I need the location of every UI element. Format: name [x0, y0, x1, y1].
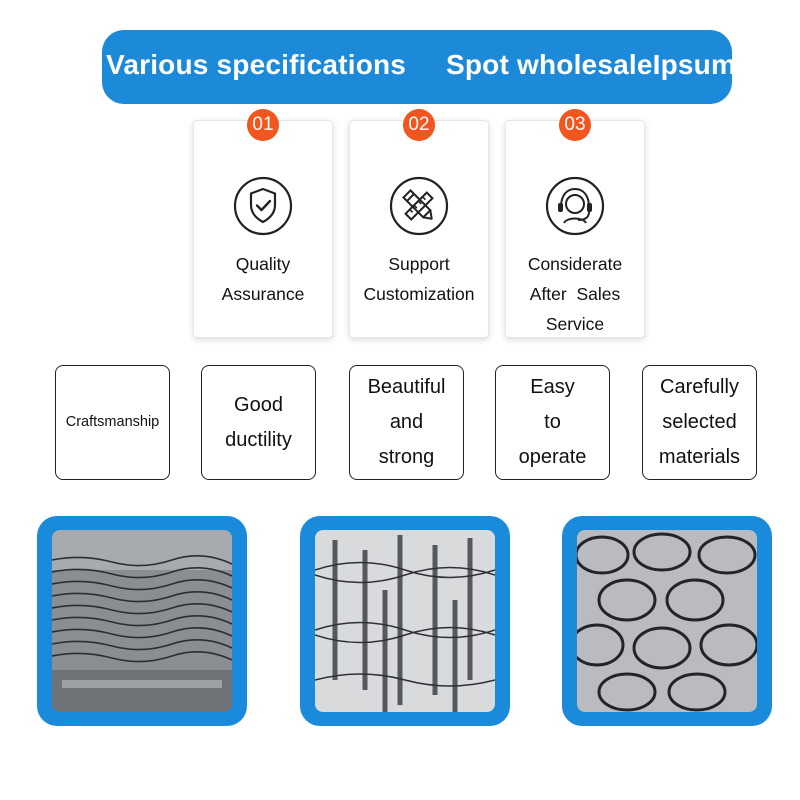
headset-support-icon — [544, 175, 606, 237]
feature-beautiful-strong: Beautiful and strong — [349, 365, 464, 480]
shield-check-icon — [232, 175, 294, 237]
card-line: Assurance — [221, 284, 305, 304]
service-card-customization: 02 Support Customization — [349, 109, 489, 338]
card-line: Service — [545, 314, 605, 334]
service-card-quality: 01 Quality Assurance — [193, 109, 333, 338]
feature-selected-materials: Carefully selected materials — [642, 365, 757, 480]
feature-label: to — [544, 411, 561, 433]
card-line: Support — [388, 254, 450, 274]
banner-left-text: Various specifications — [106, 49, 407, 80]
service-card-after-sales: 03 Considerate After Sales Service — [505, 109, 645, 338]
card-line: Quality — [235, 254, 291, 274]
feature-label: strong — [378, 446, 435, 468]
feature-label: Carefully — [660, 376, 739, 398]
pocket-coil-springs-photo — [562, 516, 772, 726]
card-number-badge: 03 — [559, 109, 591, 141]
feature-craftsmanship: Craftsmanship — [55, 365, 170, 480]
feature-good-ductility: Good ductility — [201, 365, 316, 480]
feature-label: and — [389, 411, 424, 433]
feature-label: Good — [234, 393, 283, 416]
pencil-ruler-icon — [388, 175, 450, 237]
feature-label: materials — [658, 446, 741, 468]
spring-assembly-pins-photo — [300, 516, 510, 726]
feature-label: Beautiful — [367, 376, 446, 398]
feature-label: Craftsmanship — [65, 414, 160, 430]
card-line: After Sales — [529, 284, 621, 304]
feature-label: ductility — [225, 428, 292, 451]
feature-label: operate — [518, 446, 587, 468]
header-banner: Various specifications Spot wholesaleIps… — [102, 30, 736, 104]
banner-right-text: Spot wholesaleIpsum — [446, 49, 737, 80]
card-number-badge: 02 — [403, 109, 435, 141]
feature-easy-operate: Easy to operate — [495, 365, 610, 480]
stacked-wire-springs-photo — [37, 516, 247, 726]
card-line: Customization — [363, 284, 475, 304]
card-line: Considerate — [527, 254, 623, 274]
feature-label: Easy — [530, 376, 575, 398]
card-number-badge: 01 — [247, 109, 279, 141]
feature-label: selected — [662, 411, 737, 433]
